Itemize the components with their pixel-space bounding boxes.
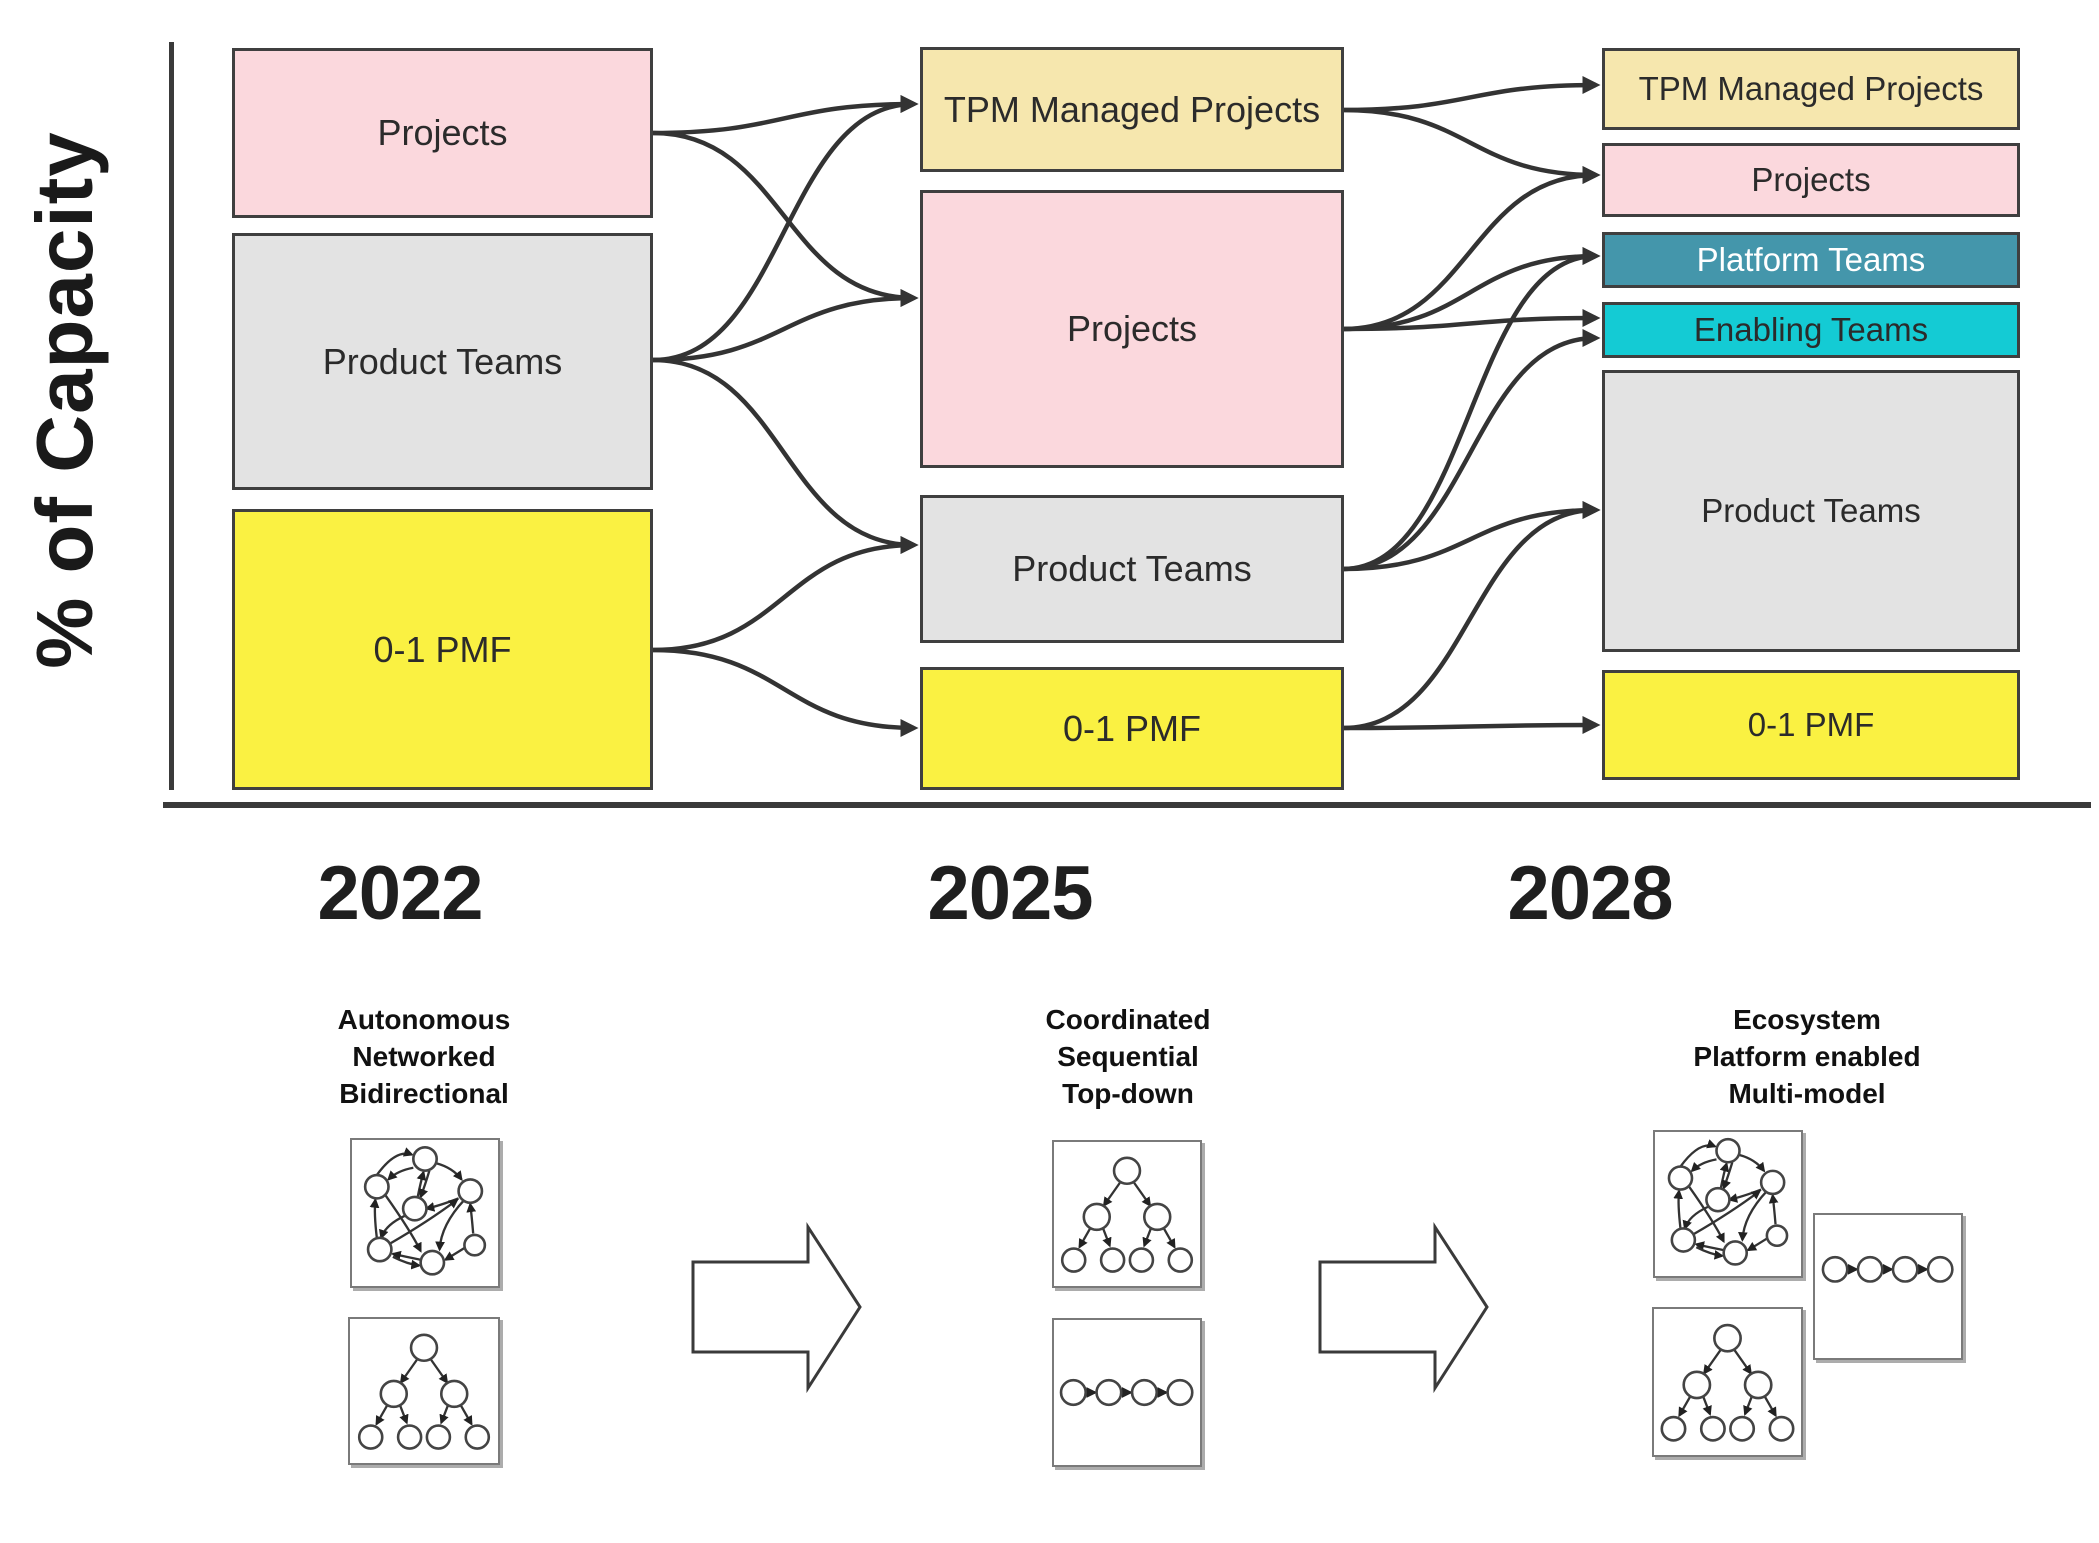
mini-diagram-frame <box>350 1138 500 1288</box>
box-label: Projects <box>1751 161 1871 198</box>
box-2028-pmf: 0-1 PMF <box>1602 670 2020 780</box>
transition-arrow-2025-2028 <box>1318 1221 1489 1394</box>
tree-diagram-2022 <box>357 1333 491 1450</box>
flow-productteams2022-projects2025 <box>652 289 919 363</box>
box-label: Product Teams <box>322 340 563 382</box>
flow-productteams2025-platformteams2028 <box>1342 247 1601 572</box>
description-line: Multi-model <box>1728 1077 1886 1109</box>
mini-diagram-frame <box>1052 1140 1202 1288</box>
box-label: Projects <box>1066 308 1198 349</box>
box-label: Projects <box>377 112 508 153</box>
box-2028-platform-teams: Platform Teams <box>1602 232 2020 288</box>
y-axis-line <box>169 42 174 790</box>
flow-productteams2025-enablingteams2028 <box>1342 329 1601 572</box>
year-label-2025: 2025 <box>927 851 1093 936</box>
mini-diagram-frame <box>1813 1213 1963 1360</box>
description-line: Networked <box>352 1040 496 1072</box>
box-2025-product-teams: Product Teams <box>920 495 1344 643</box>
box-label: Enabling Teams <box>1693 311 1929 348</box>
box-label: Product Teams <box>1012 548 1252 589</box>
box-label: TPM Managed Projects <box>943 88 1321 130</box>
box-label: 0-1 PMF <box>1062 707 1202 749</box>
box-label: 0-1 PMF <box>1747 706 1875 743</box>
description-line: Autonomous <box>337 1004 511 1035</box>
mini-diagram-frame <box>1052 1318 1202 1467</box>
description-2022: Autonomous Networked Bidirectional <box>234 1002 614 1113</box>
tree-diagram-2028 <box>1660 1323 1795 1442</box>
description-2025: Coordinated Sequential Top-down <box>938 1002 1318 1113</box>
year-label-2028: 2028 <box>1507 851 1673 936</box>
chain-diagram-2025 <box>1059 1378 1194 1407</box>
x-axis-line <box>163 802 2091 808</box>
description-line: Top-down <box>1062 1077 1194 1109</box>
flow-projects2022-tpm2025 <box>652 95 919 136</box>
box-label: 0-1 PMF <box>373 628 512 670</box>
flow-tpm2025-projects2028 <box>1342 107 1601 184</box>
box-2028-projects: Projects <box>1602 143 2020 217</box>
description-line: Coordinated <box>1045 1004 1211 1035</box>
flow-productteams2025-productteams2028 <box>1342 501 1601 572</box>
box-2022-pmf: 0-1 PMF <box>232 509 653 790</box>
box-2025-projects: Projects <box>920 190 1344 468</box>
flow-productteams2022-tpm2025 <box>652 95 919 363</box>
year-label-2022: 2022 <box>317 851 483 936</box>
description-line: Bidirectional <box>339 1077 509 1109</box>
box-2028-product-teams: Product Teams <box>1602 370 2020 652</box>
description-2028: Ecosystem Platform enabled Multi-model <box>1617 1002 1997 1113</box>
flow-pmf2025-pmf2028 <box>1342 716 1601 735</box>
transition-arrow-2022-2025 <box>691 1221 862 1394</box>
box-2022-product-teams: Product Teams <box>232 233 653 490</box>
mini-diagram-frame <box>1653 1130 1803 1278</box>
flow-pmf2022-pmf2025 <box>652 647 919 737</box>
mini-diagram-frame <box>1652 1307 1803 1457</box>
flow-projects2025-platformteams2028 <box>1342 247 1601 332</box>
flow-projects2025-projects2028 <box>1342 166 1601 332</box>
description-line: Sequential <box>1057 1040 1199 1072</box>
box-label: Product Teams <box>1701 492 1921 529</box>
network-diagram-2028 <box>1667 1137 1789 1266</box>
mini-diagram-frame <box>348 1317 500 1465</box>
flow-projects2022-projects2025 <box>652 130 919 307</box>
box-2022-projects: Projects <box>232 48 653 218</box>
box-2028-enabling-teams: Enabling Teams <box>1602 302 2020 358</box>
box-2025-tpm: TPM Managed Projects <box>920 47 1344 172</box>
flow-pmf2022-productteams2025 <box>652 536 919 653</box>
description-line: Ecosystem <box>1733 1004 1881 1035</box>
network-diagram-2022 <box>363 1145 487 1276</box>
flow-tpm2025-tpm2028 <box>1342 76 1601 113</box>
flow-productteams2022-productteams2025 <box>652 357 919 554</box>
tree-diagram-2025 <box>1060 1156 1194 1273</box>
box-label: TPM Managed Projects <box>1638 70 1984 107</box>
flow-projects2025-enablingteams2028 <box>1342 309 1601 332</box>
description-line: Platform enabled <box>1693 1040 1921 1072</box>
box-2025-pmf: 0-1 PMF <box>920 667 1344 790</box>
chain-diagram-2028 <box>1821 1255 1954 1283</box>
flow-pmf2025-productteams2028 <box>1342 501 1601 731</box>
box-2028-tpm: TPM Managed Projects <box>1602 48 2020 130</box>
box-label: Platform Teams <box>1696 241 1926 278</box>
